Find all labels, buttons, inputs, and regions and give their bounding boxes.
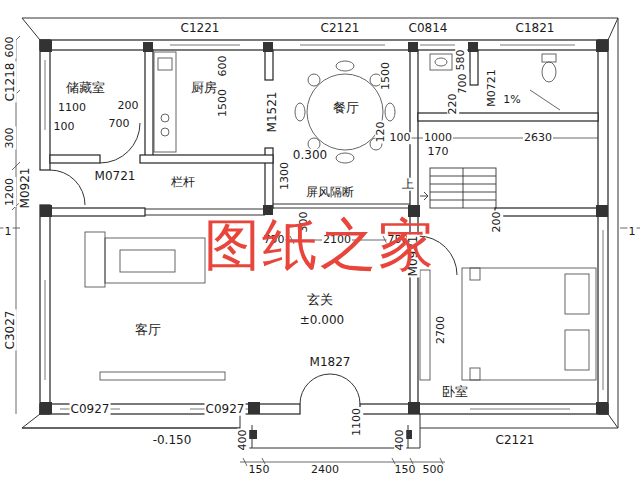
plan-label: C1221 bbox=[180, 22, 221, 35]
plan-label: 2400 bbox=[310, 464, 340, 476]
plan-label: 餐厅 bbox=[332, 101, 360, 115]
plan-label: M0721 bbox=[486, 68, 498, 108]
plan-label: 栏杆 bbox=[170, 176, 196, 189]
plan-label: 150 bbox=[394, 464, 417, 476]
plan-label: 2700 bbox=[435, 315, 447, 345]
plan-label: 1% bbox=[502, 94, 521, 106]
plan-label: 220 bbox=[447, 93, 459, 116]
plan-label: 1500 bbox=[217, 88, 229, 118]
plan-label: -0.150 bbox=[152, 434, 193, 447]
plan-label: 600 bbox=[4, 36, 16, 59]
plan-label: 储藏室 bbox=[65, 81, 106, 95]
plan-label: C0927 bbox=[70, 403, 111, 416]
plan-label: 200 bbox=[117, 100, 140, 112]
plan-label: 1500 bbox=[380, 61, 392, 91]
plan-label: 500 bbox=[422, 464, 445, 476]
plan-label: M0721 bbox=[94, 170, 137, 183]
plan-label: 上 bbox=[401, 178, 415, 191]
plan-label: 2630 bbox=[523, 132, 553, 144]
plan-label: 700 bbox=[457, 73, 469, 96]
plan-label: C3027 bbox=[4, 310, 17, 351]
plan-label: C2121 bbox=[495, 434, 536, 447]
plan-label: 580 bbox=[455, 49, 467, 72]
plan-label: 1 bbox=[4, 226, 13, 238]
plan-label: 1200 bbox=[4, 177, 16, 207]
plan-label: 700 bbox=[108, 118, 131, 130]
plan-label: 0.300 bbox=[292, 149, 328, 162]
plan-label: C1821 bbox=[515, 22, 556, 35]
plan-label: C0814 bbox=[408, 22, 449, 35]
plan-label: 1000 bbox=[423, 132, 453, 144]
plan-label: 400 bbox=[237, 429, 249, 452]
plan-label: M1521 bbox=[266, 91, 279, 134]
plan-label: 120 bbox=[375, 121, 387, 144]
plan-label: C1218 bbox=[4, 62, 17, 103]
plan-label: 170 bbox=[427, 146, 450, 158]
plan-label: 200 bbox=[491, 211, 503, 234]
plan-label: M0921 bbox=[19, 167, 32, 210]
plan-label: 100 bbox=[389, 132, 412, 144]
plan-label: 屏风隔断 bbox=[305, 186, 355, 199]
plan-label: 1100 bbox=[57, 102, 87, 114]
plan-label: 600 bbox=[217, 55, 229, 78]
plan-label: 400 bbox=[394, 429, 406, 452]
plan-label: 厨房 bbox=[190, 81, 218, 95]
plan-label: C2121 bbox=[320, 22, 361, 35]
plan-label: 1 bbox=[628, 226, 637, 238]
plan-label: ±0.000 bbox=[299, 314, 345, 327]
plan-label: 100 bbox=[53, 121, 76, 133]
watermark: 图纸之家 bbox=[203, 216, 437, 275]
plan-label: 1100 bbox=[351, 407, 363, 437]
plan-label: 玄关 bbox=[306, 293, 334, 307]
plan-label: 150 bbox=[248, 464, 271, 476]
plan-label: 卧室 bbox=[441, 385, 469, 399]
plan-label: 客厅 bbox=[134, 323, 162, 337]
plan-label: 1300 bbox=[279, 161, 291, 191]
plan-label: M1827 bbox=[309, 356, 352, 369]
plan-label: 300 bbox=[4, 127, 16, 150]
plan-label: C0927 bbox=[205, 403, 246, 416]
